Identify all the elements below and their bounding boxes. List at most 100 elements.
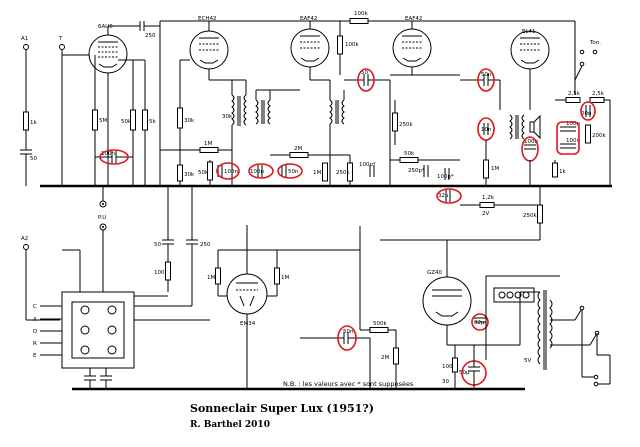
tube-ech42-label: ECH42 [198, 16, 216, 22]
v-5v-label: 5V [524, 358, 531, 364]
r-1m-e: 1M [207, 250, 227, 297]
v-2v-label: 2V [482, 211, 489, 217]
r-1m-f: 1M [218, 249, 360, 389]
c-50-b-label: 50 [154, 242, 161, 248]
c-100n-b-label: 100n [224, 169, 238, 175]
terminal-a2-label: A2 [21, 236, 28, 242]
r-2m-b: 2M [369, 330, 399, 389]
r-50k-a-label: 50k [121, 119, 132, 125]
c-50n-b: 50n [460, 68, 500, 92]
r-1m-a: 1M [160, 141, 232, 153]
r-100k-top: 100k [339, 11, 370, 36]
r-100-b: 100 30 [442, 345, 458, 389]
v-30-label: 30 [442, 379, 449, 385]
r-250k-a-label: 250k [336, 170, 350, 176]
output-transformer [509, 114, 525, 140]
terminal-a1-label: A1 [21, 36, 28, 42]
r-50k-c-label: 50k [404, 151, 415, 157]
c-50n-a-label: 50n [288, 169, 299, 175]
switch-labels: C A D R E [33, 304, 62, 359]
note: N.B. : les valeurs avec * sont supposées [283, 380, 414, 388]
c-20n: 20n [580, 101, 596, 121]
tube-eaf42-b: EAF42 [389, 16, 460, 186]
c-100n-d-label: 100n [524, 139, 538, 145]
terminal-t-label: T [58, 36, 63, 42]
r-5m-label: 5M [99, 118, 107, 124]
c-250p: 250p* [408, 165, 429, 177]
r-250k-c-label: 250k [523, 213, 537, 219]
r-50k-c: 50k [390, 151, 460, 163]
r-1k-b: 1k [552, 160, 566, 178]
r-30k-a: 30k [177, 59, 195, 160]
power-transformer: 5V [485, 275, 560, 370]
c-250-top: 250 [139, 21, 161, 186]
r-1m-d-label: 1M [491, 166, 499, 172]
tube-eaf42-b-label: EAF42 [405, 16, 422, 22]
c-50n-b-label: 50n [481, 72, 492, 78]
c-32u: 32µ [436, 188, 462, 204]
r-2k5-b: 2,5k [589, 91, 611, 186]
r-5k: 5k [118, 59, 156, 186]
r-30k-c-label: 30k [222, 114, 233, 120]
tone-label: Ton. [589, 40, 601, 46]
r-100k-b-label: 100k [345, 42, 359, 48]
tube-gz40-label: GZ40 [427, 270, 443, 276]
r-1m-e-label: 1M [207, 275, 215, 281]
r-250k-b-label: 250k [399, 122, 413, 128]
diagram-author: R. Barthel 2010 [190, 420, 270, 430]
c-250-label: 250 [145, 33, 156, 39]
switch-label-d: D [33, 329, 37, 335]
r-1m-d: 1M [483, 159, 499, 179]
tube-el41-label: EL41 [522, 29, 536, 35]
tube-eaf42-a: EAF42 [290, 16, 330, 80]
r-100k-top-label: 100k [354, 11, 368, 17]
wave-switch [61, 249, 210, 369]
switch-bottom-caps [84, 368, 112, 389]
r-2m-b-label: 2M [381, 355, 389, 361]
r-1k2-label: 1,2k [482, 195, 495, 201]
r-2k5-a-label: 2,5k [568, 91, 581, 97]
r-100: 100 [154, 261, 171, 292]
c-50u: 50µ [459, 345, 487, 389]
c-100n-c: 100n [248, 163, 274, 179]
r-1k2: 1,2k 2V [460, 195, 540, 217]
r-250k-b: 250k [392, 100, 413, 145]
c-50-b: 50 [154, 186, 174, 262]
r-50k-b: 50k [198, 160, 213, 186]
c-50-red-label: 50 [361, 70, 368, 76]
switch-label-a: A [33, 317, 37, 323]
tone-control: Ton. [574, 40, 601, 95]
c-100n-a-label: 100n [101, 151, 115, 157]
terminal-pu-label: P.U [98, 215, 106, 221]
tube-el41: EL41 [499, 29, 550, 110]
c-100n-c-label: 100n [250, 169, 264, 175]
r-50k-b-label: 50k [198, 170, 209, 176]
c-20n-label: 20n [581, 111, 592, 117]
c-100p-b-label: 100p* [437, 174, 454, 180]
r-2k5-b-label: 2,5k [592, 91, 605, 97]
mains-switch [550, 305, 611, 387]
r-2k5-a: 2,5k [555, 91, 581, 103]
r-500k-label: 500k [373, 321, 387, 327]
c-100p-b: 100p* [437, 168, 454, 180]
c-100p-a-label: 100p* [359, 162, 376, 168]
terminal-t: T [58, 36, 95, 186]
r-5k-label: 5k [149, 119, 156, 125]
r-1m-a-label: 1M [204, 141, 212, 147]
tube-em34: EM34 [226, 225, 268, 327]
switch-label-r: R [33, 341, 37, 347]
r-200k-label: 200k [592, 133, 606, 139]
c-100n-f-label: 100n [566, 138, 580, 144]
terminal-a1: A1 1k 50 [20, 36, 37, 186]
switch-label-c: C [33, 304, 37, 310]
c-50n-a: 50n [277, 163, 303, 179]
tube-6au6-label: 6AU6 [98, 24, 113, 30]
terminal-a2: A2 [21, 236, 60, 321]
r-1m-c: 1M [313, 162, 328, 182]
c-100p-a: 100p* [359, 162, 376, 177]
tube-gz40: GZ40 [380, 239, 540, 346]
r-2m-label: 2M [294, 146, 302, 152]
tube-em34-label: EM34 [240, 321, 256, 327]
c-250p-label: 250p* [408, 168, 425, 174]
r-200k: 200k [585, 124, 606, 144]
